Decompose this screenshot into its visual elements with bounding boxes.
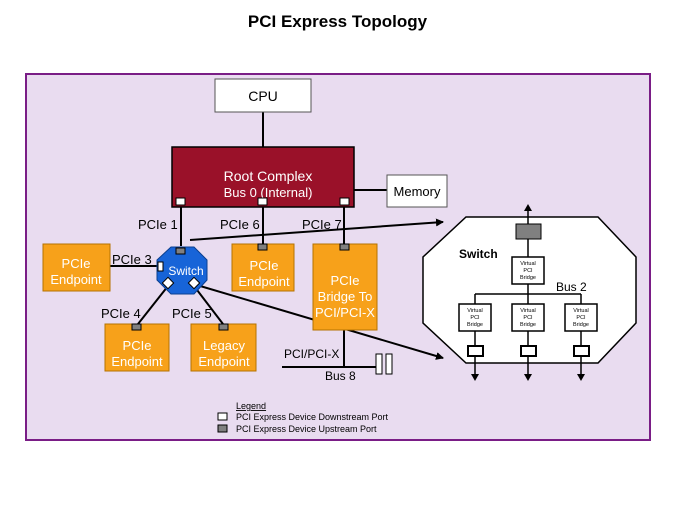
vbridge-right-l3: Bridge xyxy=(573,322,589,328)
bridge-line3: PCI/PCI-X xyxy=(315,305,375,320)
legacy-endpoint-line1: Legacy xyxy=(203,338,245,353)
down-arrow-left-head xyxy=(471,374,479,381)
downstream-port-mid xyxy=(520,345,537,357)
root-complex-bus: Bus 0 (Internal) xyxy=(224,185,313,200)
endpoint-top-port xyxy=(257,243,268,251)
root-port-1 xyxy=(175,197,186,206)
vbridge-top xyxy=(511,256,545,285)
switch-port-br xyxy=(187,276,201,290)
legacy-endpoint-box xyxy=(190,323,257,372)
endpoint-bottom-line1: PCIe xyxy=(123,338,152,353)
endpoint-bottom-box xyxy=(104,323,170,372)
pcie4-label: PCIe 4 xyxy=(101,306,141,321)
pcie1-label: PCIe 1 xyxy=(138,217,178,232)
legend-upstream-label: PCI Express Device Upstream Port xyxy=(236,424,377,434)
cpu-label: CPU xyxy=(248,88,278,104)
switch-upstream-port xyxy=(175,247,186,255)
legacy-endpoint-port xyxy=(218,323,229,331)
switch-detail-up-arrow xyxy=(524,204,532,211)
bridge-line1: PCIe xyxy=(331,273,360,288)
vbridge-mid xyxy=(511,303,545,332)
downstream-port-left xyxy=(467,345,484,357)
switch-detail: Switch Virtual PCI Bridge Bus 2 Virtual … xyxy=(422,204,637,381)
pcie5-label: PCIe 5 xyxy=(172,306,212,321)
root-complex-title: Root Complex xyxy=(224,168,313,184)
down-arrow-mid-head xyxy=(524,374,532,381)
pci-slot-2 xyxy=(385,353,393,375)
memory-box xyxy=(386,174,448,208)
vbridge-mid-l2: PCI xyxy=(523,315,533,321)
endpoint-left-line2: Endpoint xyxy=(50,272,102,287)
vbridge-right xyxy=(564,303,598,332)
bus2-label: Bus 2 xyxy=(556,280,587,294)
legend-title: Legend xyxy=(236,401,266,411)
vbridge-left xyxy=(458,303,492,332)
vbridge-right-l2: PCI xyxy=(576,315,586,321)
root-port-7 xyxy=(339,197,350,206)
legend-upstream-swatch xyxy=(217,424,228,433)
pci-slot-1 xyxy=(375,353,383,375)
down-arrow-right-head xyxy=(577,374,585,381)
bridge-port xyxy=(339,243,350,251)
switch-port-left xyxy=(157,261,164,272)
pcie7-label: PCIe 7 xyxy=(302,217,342,232)
vbridge-top-l3: Bridge xyxy=(520,275,536,281)
pcie5-link xyxy=(193,285,224,325)
switch-detail-upstream-port xyxy=(515,223,542,240)
bridge-box xyxy=(312,243,378,331)
memory-label: Memory xyxy=(394,184,441,199)
vbridge-right-l1: Virtual xyxy=(573,308,589,314)
root-complex-box xyxy=(171,146,355,208)
cpu-box xyxy=(214,78,312,113)
pcie6-label: PCIe 6 xyxy=(220,217,260,232)
endpoint-top-line2: Endpoint xyxy=(238,274,290,289)
endpoint-left-box xyxy=(42,243,111,292)
pcie4-link xyxy=(137,285,169,325)
endpoint-bottom-port xyxy=(131,323,142,331)
switch-label: Switch xyxy=(168,264,203,278)
endpoint-top-box xyxy=(231,243,295,292)
zoom-line-upper xyxy=(189,218,444,241)
root-port-6 xyxy=(257,197,268,206)
switch-port-bl xyxy=(161,276,175,290)
legend-downstream-label: PCI Express Device Downstream Port xyxy=(236,412,389,422)
vbridge-top-l2: PCI xyxy=(523,268,533,274)
switch-detail-title: Switch xyxy=(459,247,498,261)
vbridge-top-l1: Virtual xyxy=(520,261,536,267)
vbridge-mid-l1: Virtual xyxy=(520,308,536,314)
endpoint-bottom-line2: Endpoint xyxy=(111,354,163,369)
vbridge-left-l1: Virtual xyxy=(467,308,483,314)
vbridge-left-l3: Bridge xyxy=(467,322,483,328)
slide-title: PCI Express Topology xyxy=(247,12,428,31)
endpoint-left-line1: PCIe xyxy=(62,256,91,271)
vbridge-left-l2: PCI xyxy=(470,315,480,321)
downstream-port-right xyxy=(573,345,590,357)
endpoint-top-line1: PCIe xyxy=(250,258,279,273)
bridge-line2: Bridge To xyxy=(318,289,373,304)
legend-downstream-swatch xyxy=(217,412,228,421)
bus8-label: Bus 8 xyxy=(325,369,356,383)
vbridge-mid-l3: Bridge xyxy=(520,322,536,328)
pcie3-label: PCIe 3 xyxy=(112,252,152,267)
legacy-endpoint-line2: Endpoint xyxy=(198,354,250,369)
pci-bus-label: PCI/PCI-X xyxy=(284,347,339,361)
